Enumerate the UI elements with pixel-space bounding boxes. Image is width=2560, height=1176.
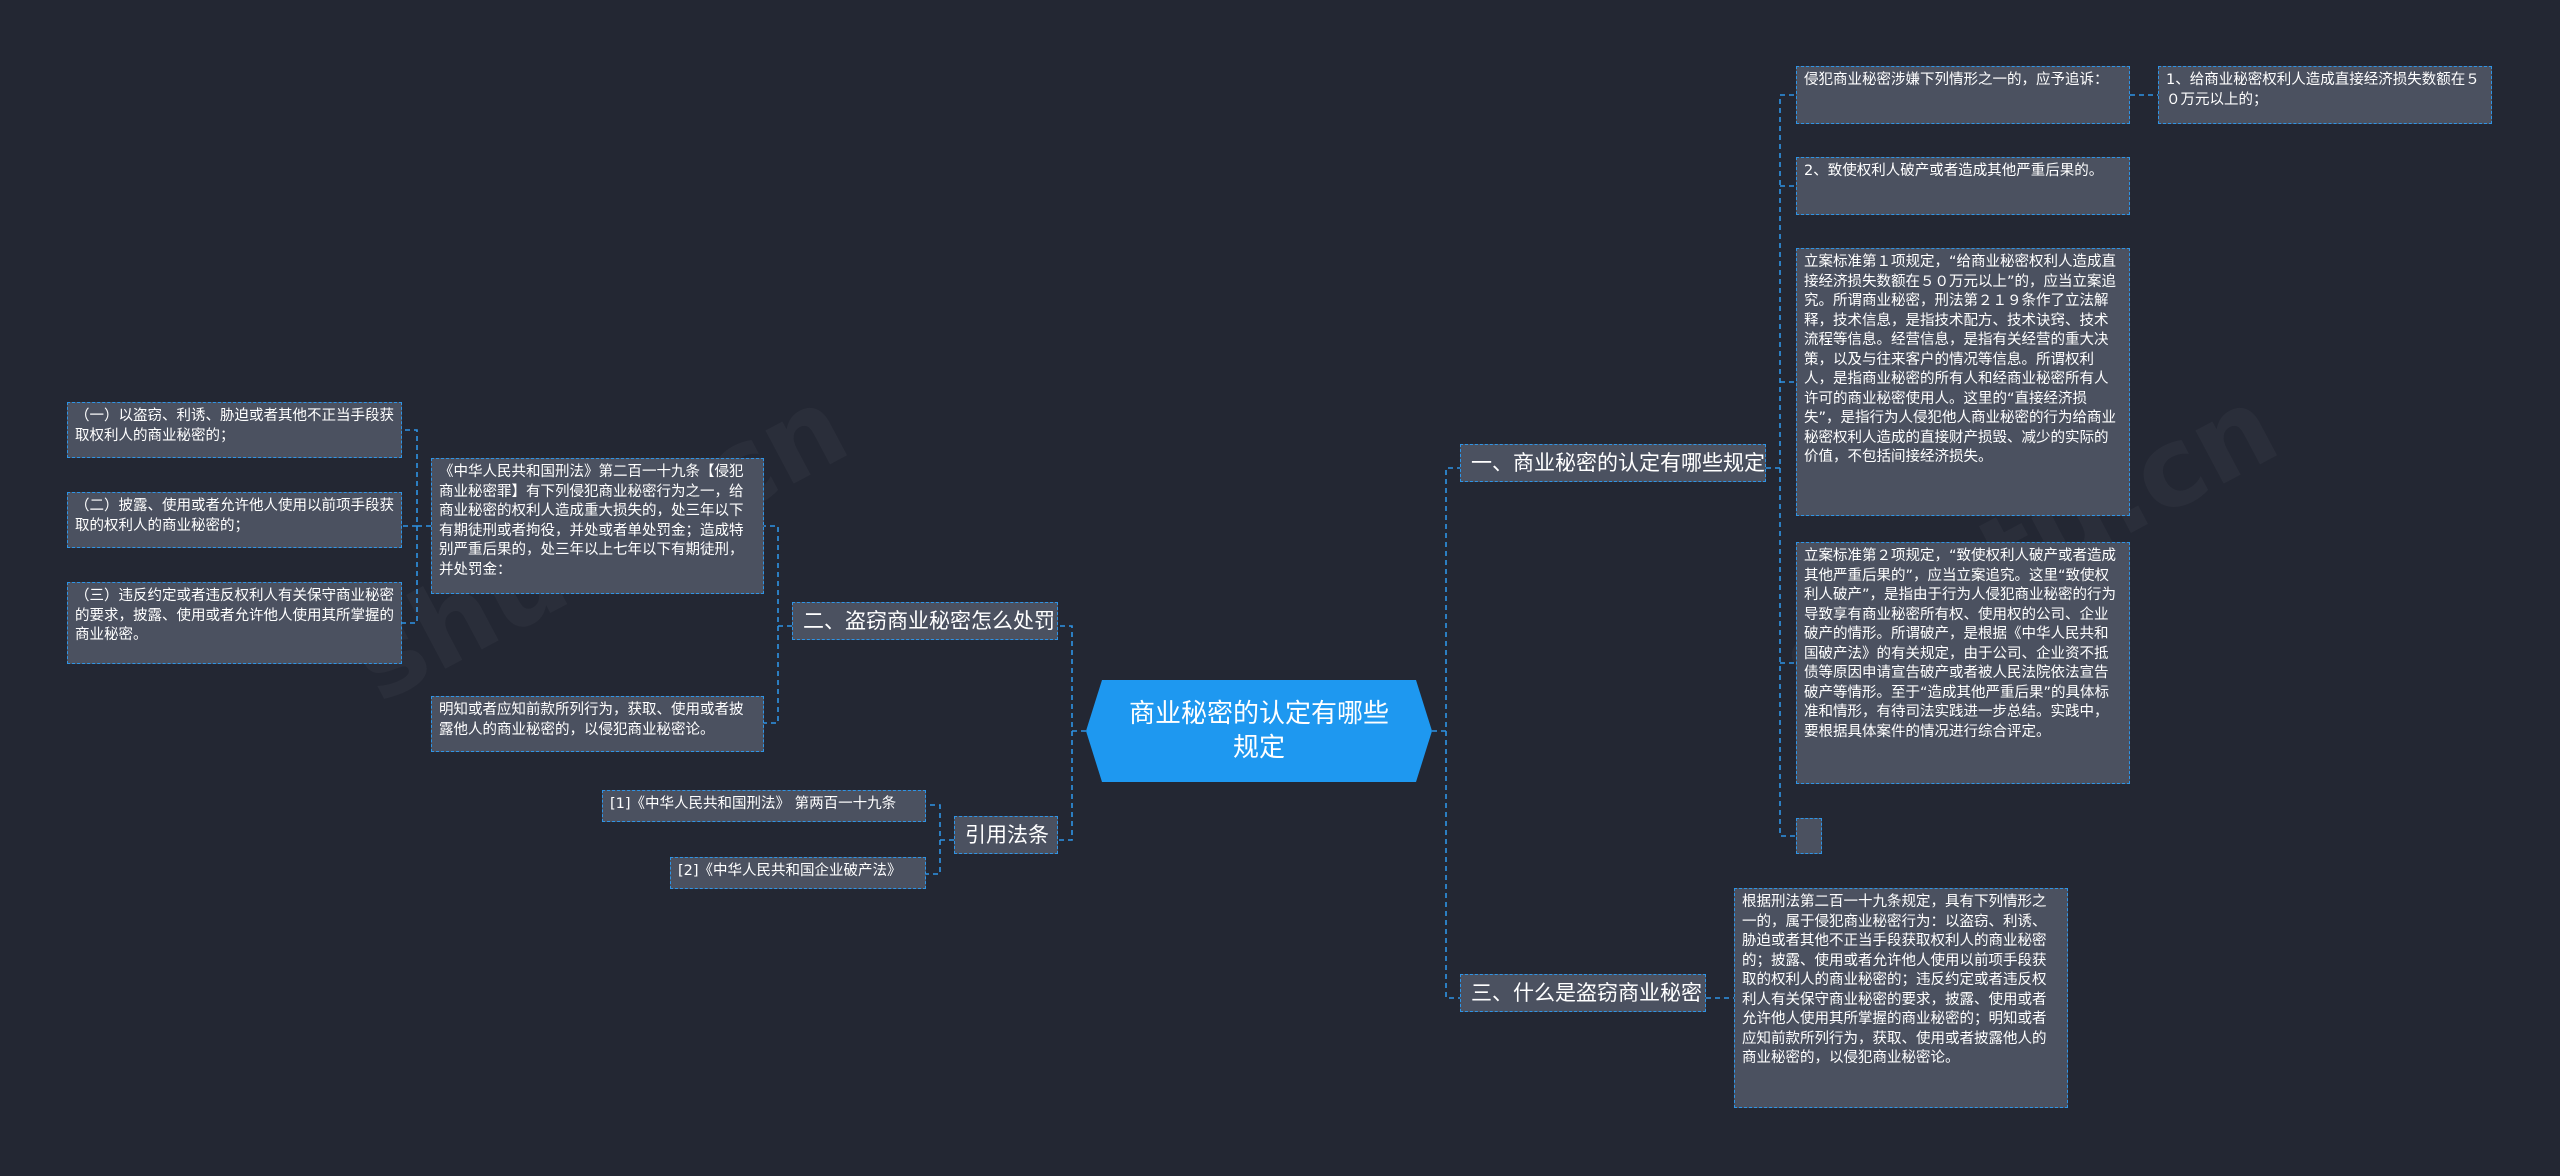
edge-b1-children (1766, 94, 1796, 837)
act-2-node[interactable]: （二）披露、使用或者允许他人使用以前项手段获取的权利人的商业秘密的； (67, 492, 402, 548)
edge-root-b4 (1445, 731, 1460, 999)
criteria-intro-node[interactable]: 侵犯商业秘密涉嫌下列情形之一的，应予追诉： (1796, 66, 2130, 124)
definition-node[interactable]: 根据刑法第二百一十九条规定，具有下列情形之一的，属于侵犯商业秘密行为：以盗窃、利… (1734, 888, 2068, 1108)
reference-1-node[interactable]: [1]《中华人民共和国刑法》 第两百一十九条 (602, 790, 926, 822)
edge-root-b3 (1058, 731, 1073, 841)
act-1-node[interactable]: （一）以盗窃、利诱、胁迫或者其他不正当手段获取权利人的商业秘密的； (67, 402, 402, 458)
knowing-node[interactable]: 明知或者应知前款所列行为，获取、使用或者披露他人的商业秘密的，以侵犯商业秘密论。 (431, 696, 764, 752)
edge-lawtext-acts (402, 429, 431, 624)
edge-b3-refs (926, 804, 954, 875)
edge-b2-children (764, 525, 792, 724)
criteria-1-node[interactable]: 1、给商业秘密权利人造成直接经济损失数额在５０万元以上的； (2158, 66, 2492, 124)
branch-recognition-rules[interactable]: 一、商业秘密的认定有哪些规定 (1460, 444, 1766, 482)
edge-root-b2 (1058, 625, 1086, 732)
branch-what-is-theft[interactable]: 三、什么是盗窃商业秘密 (1460, 974, 1706, 1012)
branch-theft-punishment[interactable]: 二、盗窃商业秘密怎么处罚 (792, 602, 1058, 640)
act-3-node[interactable]: （三）违反约定或者违反权利人有关保守商业秘密的要求，披露、使用或者允许他人使用其… (67, 582, 402, 664)
law-text-node[interactable]: 《中华人民共和国刑法》第二百一十九条【侵犯商业秘密罪】有下列侵犯商业秘密行为之一… (431, 458, 764, 594)
empty-node[interactable] (1796, 818, 1822, 854)
standard-1-node[interactable]: 立案标准第１项规定，“给商业秘密权利人造成直接经济损失数额在５０万元以上”的，应… (1796, 248, 2130, 516)
branch-cited-laws[interactable]: 引用法条 (954, 816, 1058, 854)
root-title: 商业秘密的认定有哪些规定 (1128, 699, 1389, 763)
reference-2-node[interactable]: [2]《中华人民共和国企业破产法》 (670, 857, 926, 889)
edge-root-b1 (1432, 467, 1460, 732)
criteria-2-node[interactable]: 2、致使权利人破产或者造成其他严重后果的。 (1796, 157, 2130, 215)
root-node[interactable]: 商业秘密的认定有哪些规定 (1086, 680, 1432, 782)
standard-2-node[interactable]: 立案标准第２项规定，“致使权利人破产或者造成其他严重后果的”，应当立案追究。这里… (1796, 542, 2130, 784)
